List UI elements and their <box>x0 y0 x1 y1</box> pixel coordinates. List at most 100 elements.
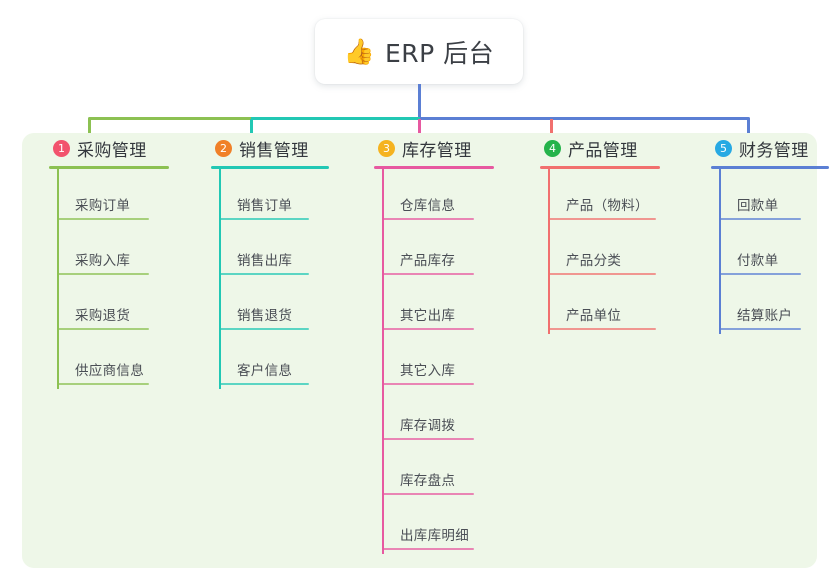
list-item[interactable]: 采购订单 <box>57 169 169 224</box>
list-item-label: 库存盘点 <box>400 473 456 489</box>
root-node[interactable]: 👍 ERP 后台 <box>315 19 523 84</box>
list-item-label: 供应商信息 <box>75 363 144 379</box>
list-item[interactable]: 销售退货 <box>219 279 329 334</box>
column-header-2[interactable]: 2 销售管理 <box>211 133 329 163</box>
list-item[interactable]: 销售出库 <box>219 224 329 279</box>
list-item-rule <box>57 383 149 385</box>
list-item-label: 产品（物料） <box>566 198 649 214</box>
list-item-rule <box>719 328 801 330</box>
list-item[interactable]: 其它入库 <box>382 334 494 389</box>
list-item[interactable]: 产品库存 <box>382 224 494 279</box>
list-item-rule <box>57 273 149 275</box>
list-item-rule <box>219 383 309 385</box>
column-header-rule <box>211 166 329 169</box>
list-item[interactable]: 付款单 <box>719 224 829 279</box>
list-item-label: 仓库信息 <box>400 198 456 214</box>
list-item[interactable]: 仓库信息 <box>382 169 494 224</box>
list-item-label: 出库库明细 <box>400 528 469 544</box>
column-spine <box>719 169 721 334</box>
list-item-label: 结算账户 <box>737 308 793 324</box>
column-spine <box>219 169 221 389</box>
column-spine <box>382 169 384 554</box>
list-item-rule <box>548 328 656 330</box>
diagram-panel: 1 采购管理采购订单采购入库采购退货供应商信息 2 销售管理销售订单销售出库销售退货客… <box>22 133 829 568</box>
list-item-rule <box>57 328 149 330</box>
column-items: 产品（物料） 产品分类产品单位 <box>548 169 660 334</box>
column-badge-icon: 5 <box>715 139 732 157</box>
list-item-label: 客户信息 <box>237 363 293 379</box>
column-items: 回款单付款单结算账户 <box>719 169 829 334</box>
list-item-rule <box>382 273 474 275</box>
list-item[interactable]: 采购退货 <box>57 279 169 334</box>
list-item[interactable]: 产品分类 <box>548 224 660 279</box>
list-item[interactable]: 出库库明细 <box>382 499 494 554</box>
column-title: 财务管理 <box>739 140 809 161</box>
list-item[interactable]: 产品（物料） <box>548 169 660 224</box>
root-node-title: ERP 后台 <box>384 38 495 68</box>
column-header-1[interactable]: 1 采购管理 <box>49 133 169 163</box>
list-item-label: 其它入库 <box>400 363 456 379</box>
list-item-label: 采购退货 <box>75 308 131 324</box>
list-item-rule <box>548 218 656 220</box>
list-item-rule <box>219 218 309 220</box>
column-header-3[interactable]: 3 库存管理 <box>374 133 494 163</box>
column-1: 1 采购管理采购订单采购入库采购退货供应商信息 <box>49 133 169 389</box>
list-item[interactable]: 采购入库 <box>57 224 169 279</box>
list-item-rule <box>719 273 801 275</box>
list-item-label: 产品库存 <box>400 253 456 269</box>
column-header-4[interactable]: 4 产品管理 <box>540 133 660 163</box>
list-item-rule <box>382 383 474 385</box>
column-2: 2 销售管理销售订单销售出库销售退货客户信息 <box>211 133 329 389</box>
list-item-rule <box>219 328 309 330</box>
column-spine <box>548 169 550 334</box>
column-title: 采购管理 <box>77 140 147 161</box>
column-5: 5 财务管理回款单付款单结算账户 <box>711 133 829 334</box>
column-header-rule <box>49 166 169 169</box>
list-item-rule <box>382 328 474 330</box>
list-item-rule <box>382 438 474 440</box>
column-3: 3 库存管理仓库信息产品库存其它出库其它入库库存调拨库存盘点出库库明细 <box>374 133 494 554</box>
list-item[interactable]: 其它出库 <box>382 279 494 334</box>
list-item-label: 采购订单 <box>75 198 131 214</box>
list-item-rule <box>382 493 474 495</box>
list-item[interactable]: 回款单 <box>719 169 829 224</box>
list-item-label: 回款单 <box>737 198 779 214</box>
column-title: 销售管理 <box>239 140 309 161</box>
list-item-label: 销售退货 <box>237 308 293 324</box>
column-items: 采购订单采购入库采购退货供应商信息 <box>57 169 169 389</box>
list-item[interactable]: 产品单位 <box>548 279 660 334</box>
list-item-label: 其它出库 <box>400 308 456 324</box>
column-header-rule <box>374 166 494 169</box>
column-items: 销售订单销售出库销售退货客户信息 <box>219 169 329 389</box>
column-title: 产品管理 <box>568 140 638 161</box>
column-header-5[interactable]: 5 财务管理 <box>711 133 829 163</box>
column-spine <box>57 169 59 389</box>
list-item[interactable]: 结算账户 <box>719 279 829 334</box>
list-item[interactable]: 库存调拨 <box>382 389 494 444</box>
column-header-rule <box>711 166 829 169</box>
column-title: 库存管理 <box>402 140 472 161</box>
list-item-rule <box>548 273 656 275</box>
column-badge-icon: 1 <box>53 139 70 157</box>
column-4: 4 产品管理产品（物料） 产品分类产品单位 <box>540 133 660 334</box>
list-item-rule <box>719 218 801 220</box>
list-item-label: 付款单 <box>737 253 779 269</box>
column-badge-icon: 4 <box>544 139 561 157</box>
list-item-label: 产品分类 <box>566 253 622 269</box>
list-item[interactable]: 供应商信息 <box>57 334 169 389</box>
list-item-label: 库存调拨 <box>400 418 456 434</box>
list-item-label: 销售订单 <box>237 198 293 214</box>
list-item-label: 销售出库 <box>237 253 293 269</box>
list-item[interactable]: 客户信息 <box>219 334 329 389</box>
list-item-rule <box>219 273 309 275</box>
column-badge-icon: 3 <box>378 139 395 157</box>
list-item-label: 产品单位 <box>566 308 622 324</box>
thumbs-up-icon: 👍 <box>343 37 375 66</box>
column-badge-icon: 2 <box>215 139 232 157</box>
list-item[interactable]: 库存盘点 <box>382 444 494 499</box>
list-item-rule <box>382 548 474 550</box>
list-item[interactable]: 销售订单 <box>219 169 329 224</box>
list-item-rule <box>382 218 474 220</box>
column-items: 仓库信息产品库存其它出库其它入库库存调拨库存盘点出库库明细 <box>382 169 494 554</box>
list-item-label: 采购入库 <box>75 253 131 269</box>
